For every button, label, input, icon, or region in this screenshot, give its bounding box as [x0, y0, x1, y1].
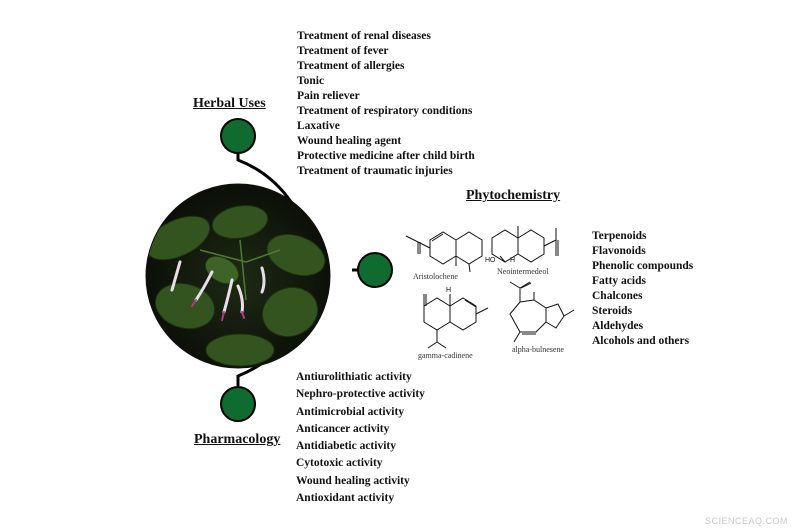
list-item: Antimicrobial activity [296, 405, 405, 418]
list-item: Treatment of renal diseases [297, 30, 431, 42]
molecule-label-aristolochene: Aristolochene [413, 272, 458, 281]
molecule-label-alpha-bulnesene: alpha-bulnesene [512, 345, 564, 354]
heading-pharmacology: Pharmacology [194, 432, 281, 447]
molecule-neointermedeol [491, 226, 559, 263]
list-item: Treatment of traumatic injuries [297, 165, 453, 177]
list-item: Treatment of respiratory conditions [297, 105, 473, 117]
list-item: Wound healing activity [296, 474, 410, 487]
list-item: Aldehydes [592, 320, 644, 332]
list-item: Flavonoids [592, 245, 646, 257]
list-item: Chalcones [592, 290, 643, 302]
list-item: Antidiabetic activity [296, 440, 396, 453]
heading-phytochemistry: Phytochemistry [466, 188, 561, 203]
molecule-gamma-cadinene [423, 294, 489, 349]
node-phytochemistry [357, 252, 393, 288]
list-item: Terpenoids [592, 230, 647, 242]
atom-hydrogen-cadinene: H [446, 287, 451, 294]
list-item: Wound healing agent [297, 135, 402, 147]
list-item: Phenolic compounds [592, 260, 694, 272]
molecule-label-neointermedeol: Neointermedeol [497, 267, 549, 276]
list-item: Steroids [592, 305, 633, 317]
molecule-label-gamma-cadinene: gamma-cadinene [418, 351, 473, 360]
atom-hydroxyl: HO [485, 257, 496, 264]
list-item: Anticancer activity [296, 422, 390, 435]
list-item: Laxative [297, 120, 340, 132]
node-pharmacology [220, 386, 256, 422]
atom-hydrogen-neointermedeol: H [510, 257, 515, 264]
list-item: Antioxidant activity [296, 492, 395, 505]
molecule-aristolochene [405, 231, 483, 273]
plant-photo [146, 184, 330, 368]
list-item: Treatment of fever [297, 45, 389, 57]
list-item: Antiurolithiatic activity [296, 371, 412, 383]
node-herbal-uses [220, 118, 256, 154]
list-item: Nephro-protective activity [296, 388, 425, 401]
molecule-alpha-bulnesene [509, 281, 575, 343]
list-item: Pain reliever [297, 90, 360, 102]
list-item: Treatment of allergies [297, 60, 405, 72]
watermark: SCIENCEAQ.COM [704, 516, 788, 526]
list-item: Fatty acids [592, 275, 646, 287]
list-item: Cytotoxic activity [296, 457, 383, 470]
list-item: Tonic [297, 75, 325, 87]
list-item: Alcohols and others [592, 335, 690, 347]
list-item: Protective medicine after child birth [297, 150, 475, 162]
heading-herbal-uses: Herbal Uses [193, 96, 266, 111]
